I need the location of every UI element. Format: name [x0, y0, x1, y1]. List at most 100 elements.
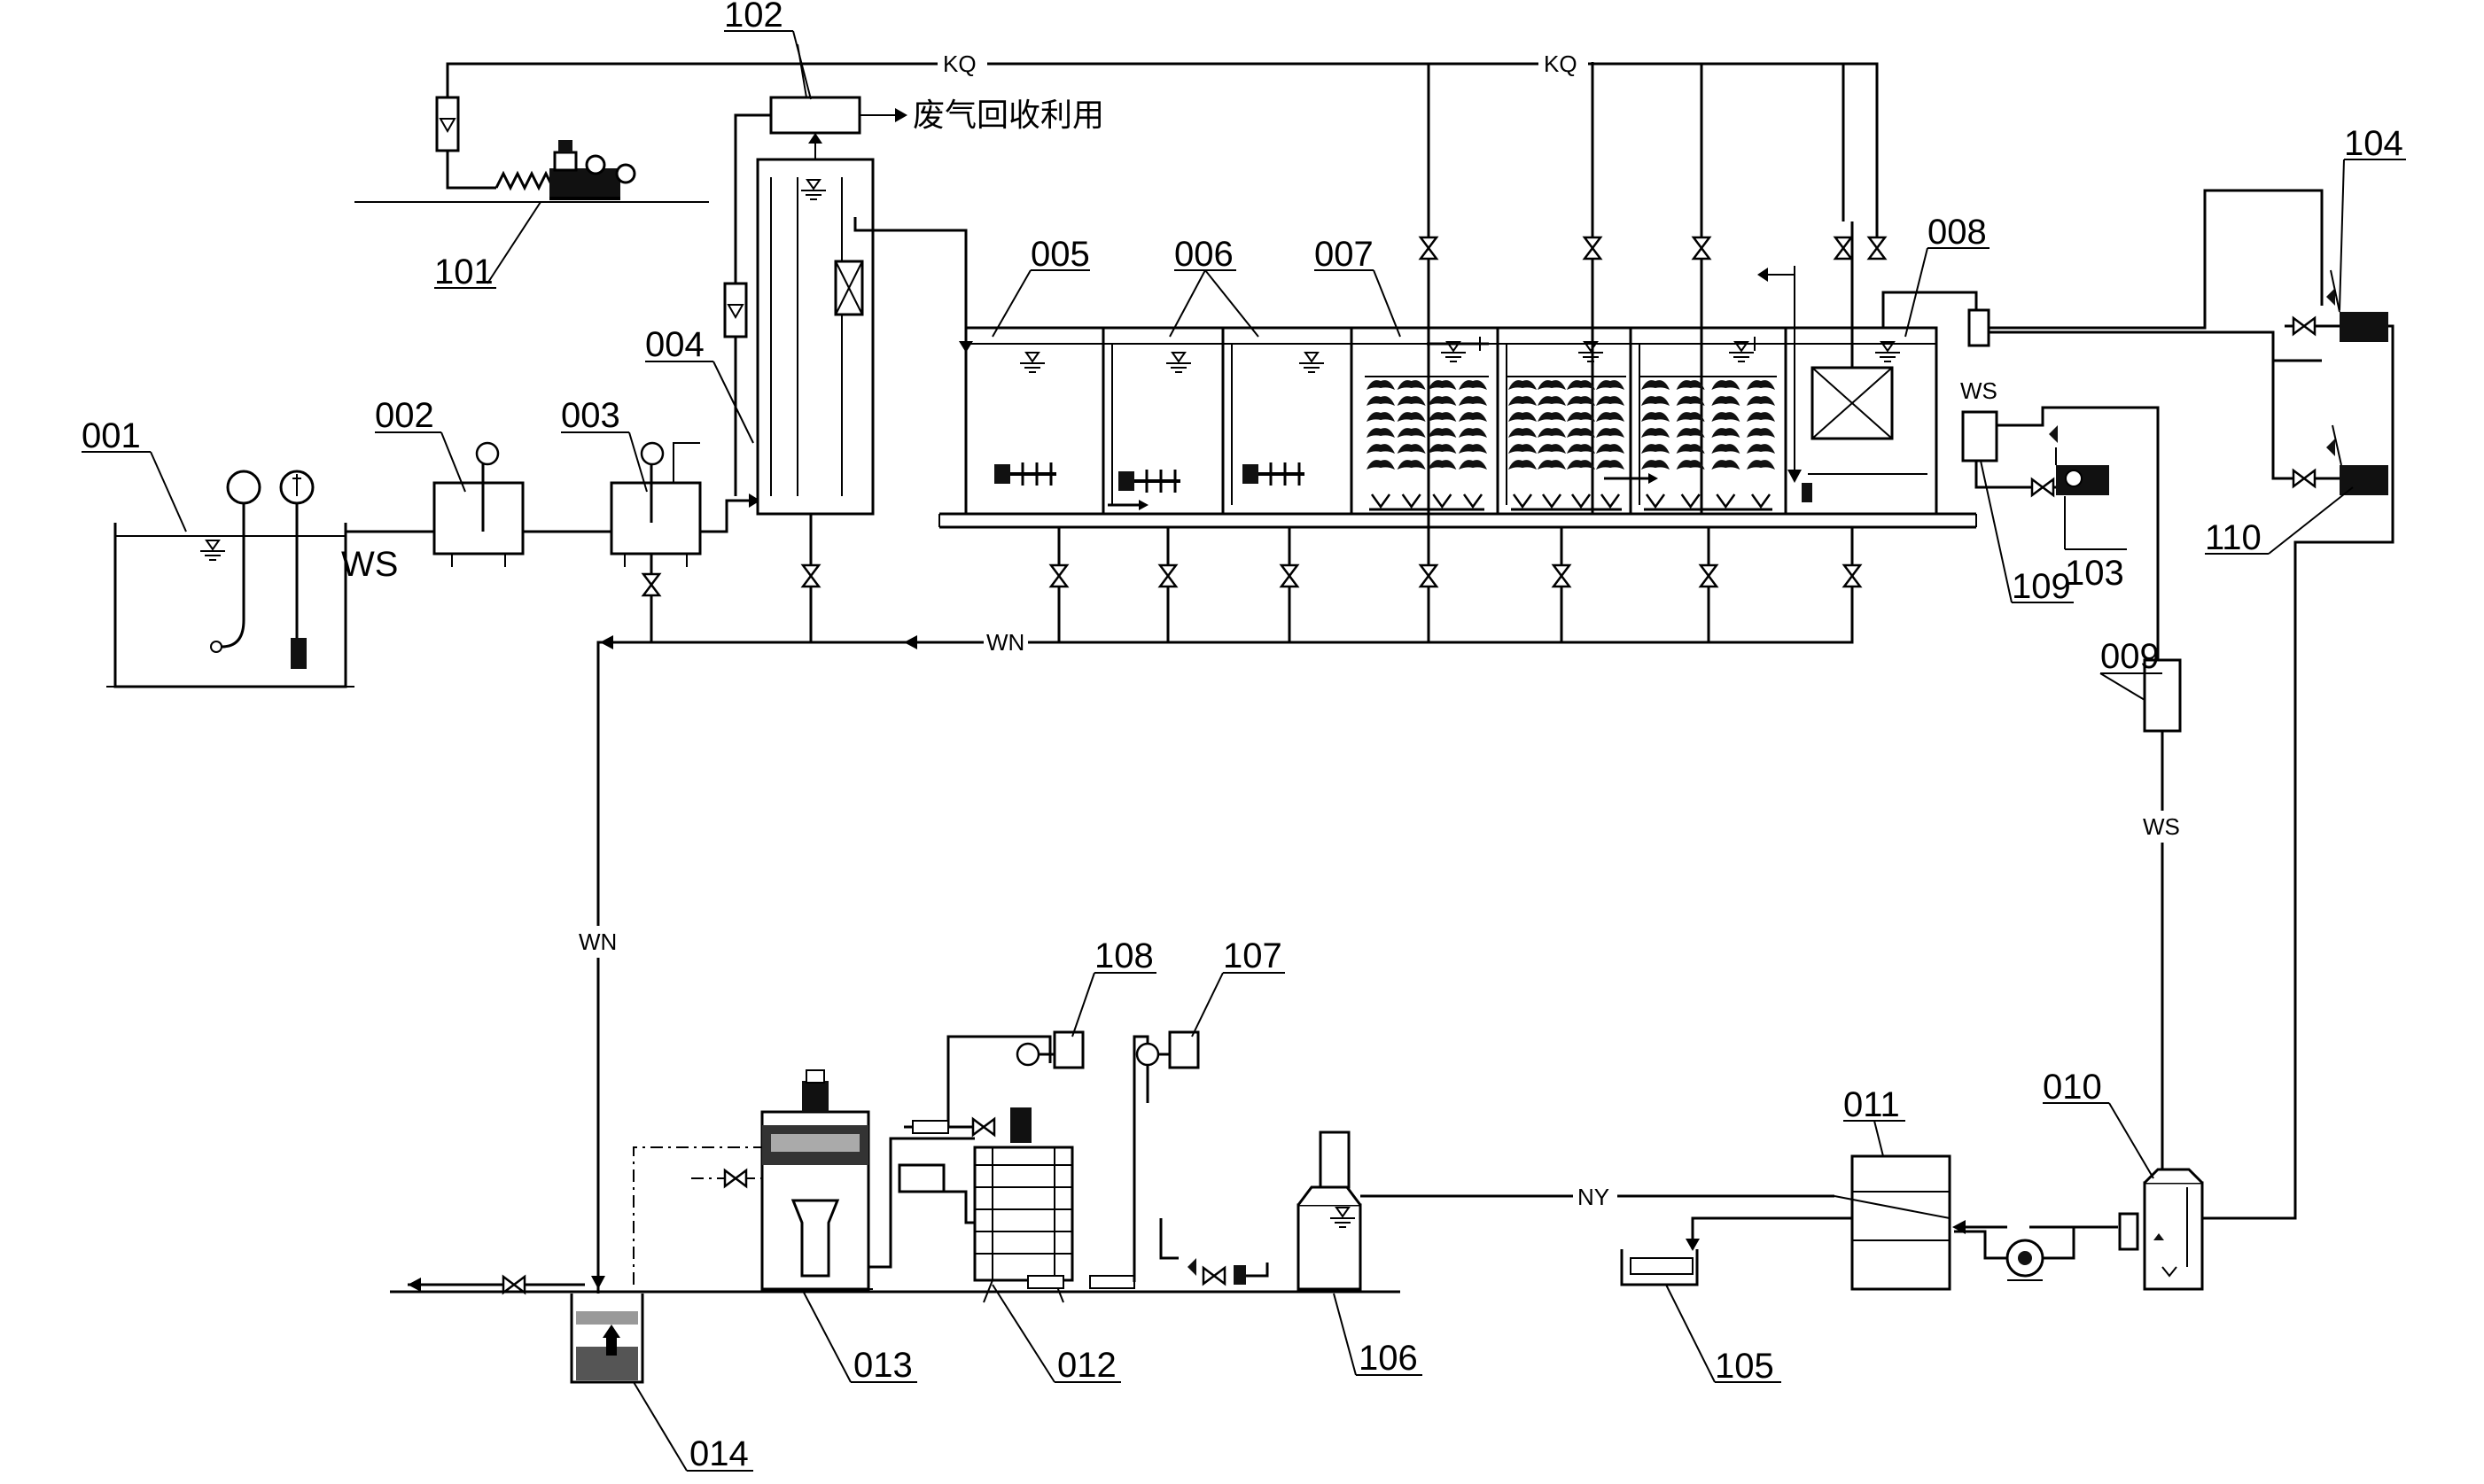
media-element [1567, 428, 1595, 438]
media-element [1567, 380, 1595, 390]
media-element [1397, 380, 1426, 390]
tank-012 [898, 1035, 1269, 1303]
media-element [1367, 412, 1395, 422]
media-element [1711, 460, 1740, 470]
label-005: 005 [1031, 235, 1090, 274]
return-line [633, 1146, 762, 1285]
media-element [1747, 460, 1775, 470]
media-element [1596, 460, 1624, 470]
media-element [1397, 396, 1426, 406]
sludge-pit-014 [570, 1294, 644, 1384]
label-104: 104 [2344, 124, 2403, 163]
bottom-diffuser [1401, 493, 1421, 509]
media-element [1596, 396, 1624, 406]
media-element [1367, 396, 1395, 406]
bottom-diffuser [1680, 493, 1701, 509]
pipe-labels: KQ KQ WS WS WS WN WN NY 废气回收利用 [341, 49, 2184, 1212]
unit-011 [1686, 1154, 2118, 1291]
label-012: 012 [1057, 1346, 1117, 1385]
media-element [1428, 380, 1457, 390]
media-element [1397, 412, 1426, 422]
label-101: 101 [434, 253, 494, 291]
media-element [1596, 444, 1624, 454]
media-element [1747, 396, 1775, 406]
label-107: 107 [1223, 936, 1282, 975]
media-element [1428, 460, 1457, 470]
media-element [1567, 444, 1595, 454]
media-element [1428, 428, 1457, 438]
label-010: 010 [2043, 1068, 2102, 1107]
media-element [1459, 444, 1487, 454]
label-002: 002 [375, 396, 434, 435]
media-element [1641, 460, 1670, 470]
media-element [1641, 412, 1670, 422]
media-element [1596, 380, 1624, 390]
media-element [1459, 380, 1487, 390]
pipe-ws-109: WS [1960, 377, 1997, 404]
media-element [1538, 428, 1566, 438]
bottom-diffuser [1370, 493, 1391, 509]
label-102: 102 [724, 0, 783, 35]
media-element [1567, 396, 1595, 406]
gas-unit-102 [723, 43, 907, 496]
tank-010 [2118, 1168, 2204, 1291]
pipe-wn-vertical: WN [579, 928, 617, 955]
media-element [1596, 428, 1624, 438]
label-103: 103 [2065, 554, 2124, 593]
tank-001 [106, 470, 354, 688]
label-006: 006 [1174, 235, 1234, 274]
label-007: 007 [1314, 235, 1374, 274]
label-004: 004 [645, 325, 705, 364]
media-element [1428, 396, 1457, 406]
media-element [1711, 412, 1740, 422]
media-element [1641, 444, 1670, 454]
label-001: 001 [82, 416, 141, 455]
bottom-diffuser [1570, 493, 1592, 509]
media-element [1711, 396, 1740, 406]
ground-line [390, 1275, 1400, 1294]
basin-005-008 [938, 326, 1977, 529]
media-element [1641, 380, 1670, 390]
media-element [1397, 444, 1426, 454]
media-element [1508, 380, 1537, 390]
label-003: 003 [561, 396, 620, 435]
media-element [1508, 428, 1537, 438]
media-element [1459, 428, 1487, 438]
label-109: 109 [2012, 567, 2071, 606]
biofilm-media [1365, 376, 1777, 511]
media-element [1538, 380, 1566, 390]
media-element [1428, 444, 1457, 454]
pipe-ny: NY [1577, 1184, 1609, 1210]
pipe-kq-right: KQ [1544, 51, 1577, 77]
label-014: 014 [689, 1434, 749, 1473]
unit-labels: 001 002 003 004 005 006 007 008 009 010 … [82, 0, 2403, 1473]
media-element [1567, 412, 1595, 422]
media-element [1747, 428, 1775, 438]
label-008: 008 [1927, 213, 1987, 252]
dosing-109-103-104-110 [1961, 189, 2394, 1220]
bottom-diffuser [1750, 493, 1772, 509]
media-element [1567, 460, 1595, 470]
reactor-004 [756, 158, 973, 642]
media-element [1538, 412, 1566, 422]
media-element [1641, 428, 1670, 438]
media-element [1538, 396, 1566, 406]
media-element [1508, 444, 1537, 454]
media-element [1508, 412, 1537, 422]
tank-106 [1297, 1130, 1834, 1291]
bottom-diffuser [1512, 493, 1533, 509]
media-element [1711, 428, 1740, 438]
label-013: 013 [853, 1346, 913, 1385]
bottom-diffuser [1716, 493, 1736, 509]
pipe-ws-down: WS [2143, 813, 2180, 840]
pipe-ws-main: WS [341, 545, 398, 584]
media-element [1367, 460, 1395, 470]
media-element [1596, 412, 1624, 422]
bottom-diffuser [1645, 493, 1666, 509]
media-element [1747, 444, 1775, 454]
media-element [1367, 444, 1395, 454]
media-element [1397, 428, 1426, 438]
bottom-diffuser [1600, 493, 1621, 509]
